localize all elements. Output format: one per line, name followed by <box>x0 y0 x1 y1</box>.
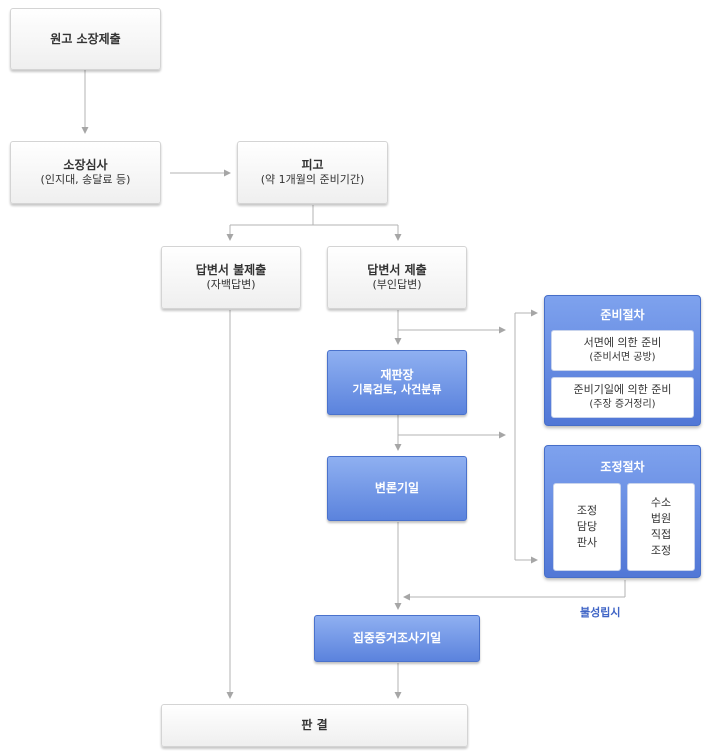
mediation-judge-line: 판사 <box>576 535 598 549</box>
preparation-date-label: 준비기일에 의한 준비 <box>573 383 672 397</box>
mediation-failure-note: 불성립시 <box>580 606 621 619</box>
evidence-hearing-title: 집중증거조사기일 <box>352 631 442 646</box>
hearing-date-box: 변론기일 <box>327 456 467 521</box>
plaintiff-complaint-title: 원고 소장제출 <box>50 31 121 46</box>
evidence-hearing-box: 집중증거조사기일 <box>314 615 480 662</box>
hearing-date-title: 변론기일 <box>374 481 420 496</box>
defendant-sub: (약 1개월의 준비기간) <box>260 173 365 187</box>
preparation-date-item: 준비기일에 의한 준비 (주장 증거정리) <box>551 377 694 418</box>
answer-title: 답변서 제출 <box>367 262 427 277</box>
no-answer-title: 답변서 불제출 <box>195 262 267 277</box>
judgment-box: 판 결 <box>161 704 468 747</box>
presiding-judge-sub: 기록검토, 사건분류 <box>352 383 442 397</box>
court-direct-mediation-item: 수소 법원 직접 조정 <box>627 483 695 571</box>
answer-box: 답변서 제출 (부인답변) <box>327 246 467 309</box>
complaint-review-sub: (인지대, 송달료 등) <box>40 173 131 187</box>
presiding-judge-box: 재판장 기록검토, 사건분류 <box>327 350 467 415</box>
no-answer-sub: (자백답변) <box>206 278 256 292</box>
written-preparation-item: 서면에 의한 준비 (준비서면 공방) <box>551 330 694 371</box>
mediation-procedure-panel: 조정절차 조정 담당 판사 수소 법원 직접 조정 <box>544 445 701 578</box>
court-direct-mediation-line: 수소 <box>650 496 672 510</box>
mediation-procedure-title: 조정절차 <box>600 460 645 474</box>
written-preparation-sub: (준비서면 공방) <box>589 352 656 364</box>
judgment-title: 판 결 <box>301 718 328 733</box>
court-direct-mediation-line: 직접 <box>650 528 672 541</box>
defendant-box: 피고 (약 1개월의 준비기간) <box>237 141 388 204</box>
presiding-judge-title: 재판장 <box>380 367 414 382</box>
mediation-judge-item: 조정 담당 판사 <box>553 483 621 571</box>
no-answer-box: 답변서 불제출 (자백답변) <box>161 246 301 309</box>
court-direct-mediation-line: 조정 <box>650 543 672 557</box>
preparation-date-sub: (주장 증거정리) <box>589 399 656 411</box>
complaint-review-title: 소장심사 <box>63 157 108 172</box>
preparation-procedure-panel: 준비절차 서면에 의한 준비 (준비서면 공방) 준비기일에 의한 준비 (주장… <box>544 295 701 426</box>
plaintiff-complaint-box: 원고 소장제출 <box>10 8 161 70</box>
defendant-title: 피고 <box>301 157 324 172</box>
mediation-judge-line: 조정 <box>576 504 598 518</box>
written-preparation-label: 서면에 의한 준비 <box>583 336 662 350</box>
mediation-judge-line: 담당 <box>576 520 598 534</box>
complaint-review-box: 소장심사 (인지대, 송달료 등) <box>10 141 161 204</box>
answer-sub: (부인답변) <box>372 278 422 292</box>
preparation-procedure-title: 준비절차 <box>600 308 645 322</box>
court-direct-mediation-line: 법원 <box>650 512 672 526</box>
